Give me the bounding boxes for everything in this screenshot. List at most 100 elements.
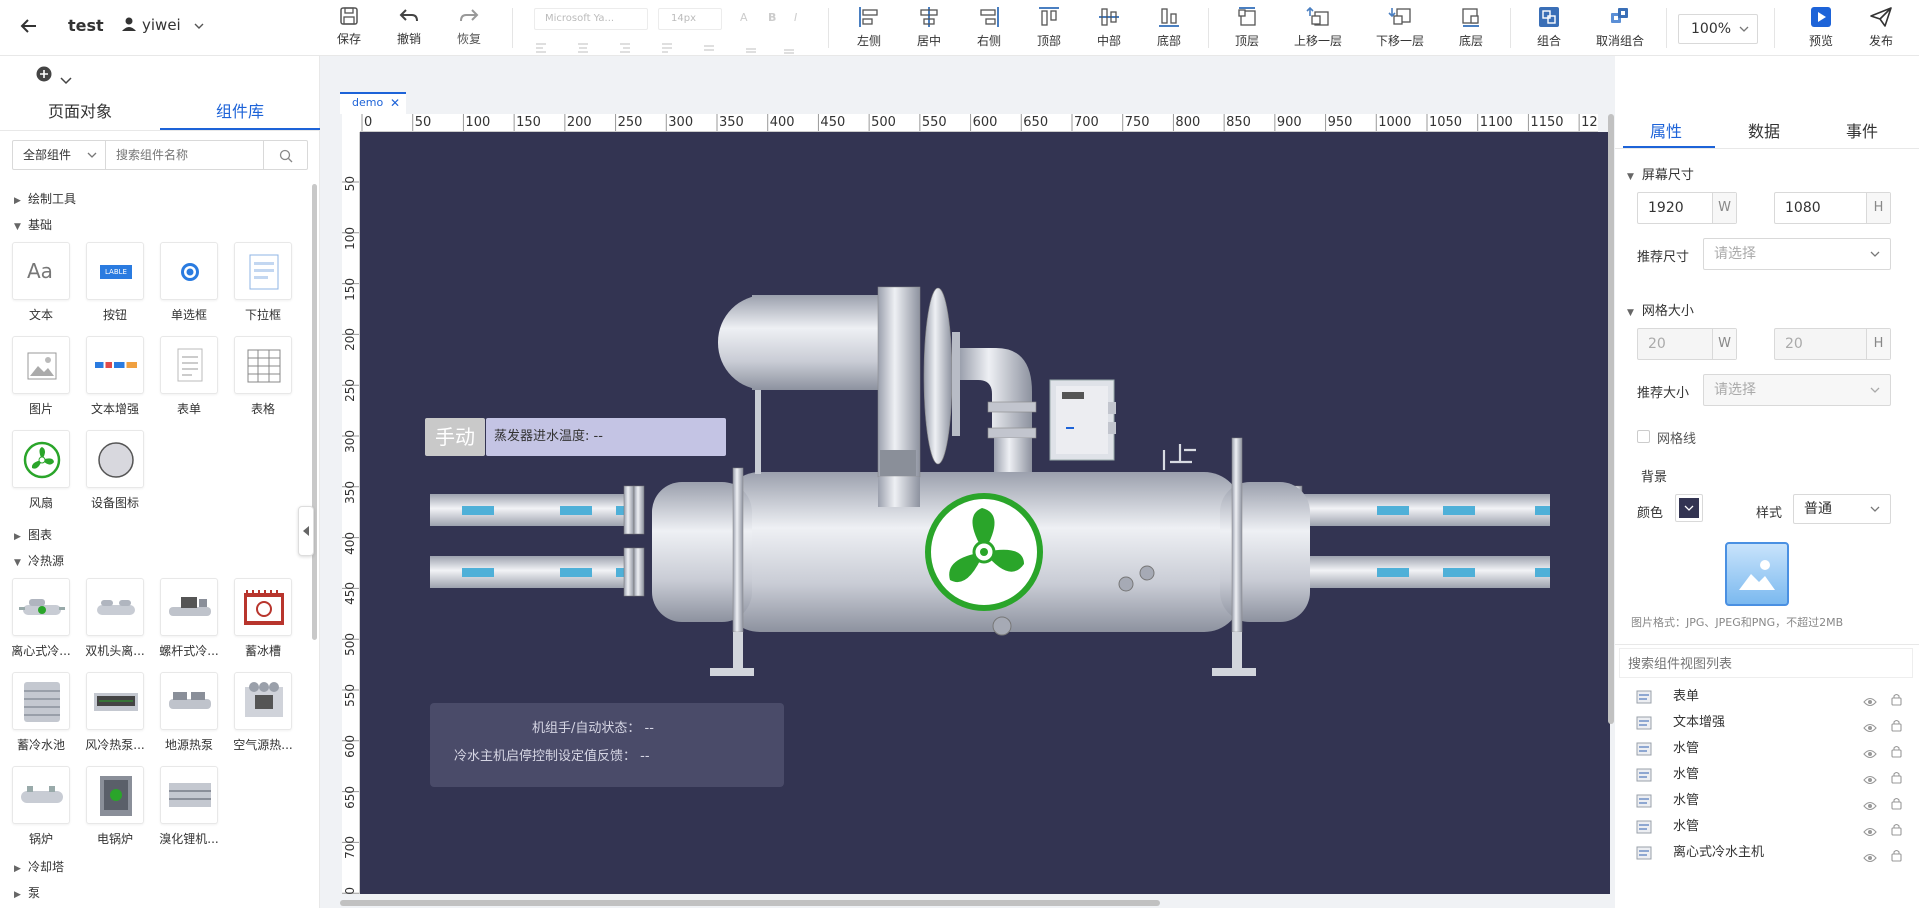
layer-item[interactable]: 文本增强: [1635, 710, 1905, 736]
eye-icon[interactable]: [1863, 847, 1877, 873]
manual-mode-label[interactable]: 手动: [425, 418, 485, 456]
lock-icon[interactable]: [1891, 716, 1902, 742]
align-middle-button[interactable]: 中部: [1074, 6, 1144, 49]
background-style-select[interactable]: 普通: [1793, 494, 1891, 524]
align-top-button[interactable]: 顶部: [1014, 6, 1084, 49]
chevron-down-icon[interactable]: [60, 70, 72, 89]
component-text[interactable]: Aa 文本: [10, 242, 72, 323]
component-air-cooled-heat-pump[interactable]: 风冷热泵...: [84, 672, 146, 753]
component-filter-select[interactable]: 全部组件: [12, 140, 106, 170]
background-section[interactable]: 背景: [1641, 470, 1668, 485]
eye-icon[interactable]: [1863, 691, 1877, 717]
publish-button[interactable]: 发布: [1846, 6, 1916, 49]
tab-data[interactable]: 数据: [1747, 122, 1780, 141]
eye-icon[interactable]: [1863, 769, 1877, 795]
top-layer-button[interactable]: 顶层: [1212, 6, 1282, 49]
recommend-grid-select[interactable]: 请选择: [1703, 374, 1891, 406]
grid-lines-checkbox[interactable]: [1637, 430, 1650, 443]
component-device-icon[interactable]: 设备图标: [84, 430, 146, 511]
component-table[interactable]: 表格: [232, 336, 294, 417]
user-menu[interactable]: yiwei: [122, 16, 204, 35]
collapse-panel-button[interactable]: [298, 506, 314, 556]
lock-icon[interactable]: [1891, 820, 1902, 846]
ungroup-button[interactable]: 取消组合: [1584, 6, 1656, 49]
canvas-horizontal-scrollbar[interactable]: [340, 900, 1160, 906]
component-air-source-heat-pump[interactable]: 空气源热...: [232, 672, 294, 753]
layer-item[interactable]: 离心式冷水主机: [1635, 840, 1905, 866]
component-ground-source-heat-pump[interactable]: 地源热泵: [158, 672, 220, 753]
tree-group-basic[interactable]: ▼基础: [14, 218, 53, 232]
tab-page-objects[interactable]: 页面对象: [47, 102, 112, 121]
component-image[interactable]: 图片: [10, 336, 72, 417]
tree-group-cooling-tower[interactable]: ▶冷却塔: [14, 860, 65, 874]
layer-item[interactable]: 水管: [1635, 788, 1905, 814]
save-button[interactable]: 保存: [314, 6, 384, 47]
background-image-upload[interactable]: [1725, 542, 1789, 606]
back-arrow-icon[interactable]: [20, 18, 38, 38]
lock-icon[interactable]: [1891, 794, 1902, 820]
font-family-select[interactable]: Microsoft Ya...: [534, 8, 648, 30]
component-cold-water-pool[interactable]: 蓄冷水池: [10, 672, 72, 753]
component-dropdown[interactable]: 下拉框: [232, 242, 294, 323]
status-panel[interactable]: 机组手/自动状态： -- 冷水主机启停控制设定值反馈： --: [430, 703, 784, 787]
tree-group-chart[interactable]: ▶图表: [14, 528, 53, 542]
move-up-layer-button[interactable]: 上移一层: [1282, 6, 1354, 49]
component-fan[interactable]: 风扇: [10, 430, 72, 511]
design-canvas[interactable]: 手动 蒸发器进水温度: -- 机组手/自动状态： -- 冷水主机启停控制设定值反…: [360, 132, 1610, 894]
align-left-button[interactable]: 左侧: [834, 6, 904, 49]
font-size-select[interactable]: 14px: [658, 8, 722, 30]
component-rich-text[interactable]: 文本增强: [84, 336, 146, 417]
move-down-layer-button[interactable]: 下移一层: [1364, 6, 1436, 49]
align-right-button[interactable]: 右侧: [954, 6, 1024, 49]
canvas-vertical-scrollbar[interactable]: [1608, 114, 1614, 724]
component-electric-boiler[interactable]: 电锅炉: [84, 766, 146, 847]
layer-item[interactable]: 水管: [1635, 762, 1905, 788]
eye-icon[interactable]: [1863, 795, 1877, 821]
tree-group-heat-source[interactable]: ▼冷热源: [14, 554, 65, 568]
component-search-input[interactable]: [106, 140, 264, 170]
undo-button[interactable]: 撤销: [374, 6, 444, 47]
screen-size-section[interactable]: ▼屏幕尺寸: [1627, 168, 1694, 183]
text-align-icons[interactable]: [534, 40, 794, 59]
component-screw-chiller[interactable]: 螺杆式冷...: [158, 578, 220, 659]
component-form[interactable]: 表单: [158, 336, 220, 417]
lock-icon[interactable]: [1891, 690, 1902, 716]
component-centrifugal-chiller[interactable]: 离心式冷...: [10, 578, 72, 659]
layer-search-input[interactable]: [1619, 648, 1913, 678]
tree-group-draw-tools[interactable]: ▶绘制工具: [14, 192, 77, 206]
component-ice-tank[interactable]: 蓄冰槽: [232, 578, 294, 659]
layer-item[interactable]: 表单: [1635, 684, 1905, 710]
evaporator-inlet-temp[interactable]: 蒸发器进水温度: --: [486, 418, 726, 456]
lock-icon[interactable]: [1891, 846, 1902, 872]
centrifugal-chiller-graphic[interactable]: [360, 132, 1610, 894]
component-dual-chiller[interactable]: 双机头离...: [84, 578, 146, 659]
text-color-icon[interactable]: A: [740, 11, 748, 24]
group-button[interactable]: 组合: [1514, 6, 1584, 49]
tab-properties[interactable]: 属性: [1649, 122, 1682, 141]
zoom-select[interactable]: 100%: [1678, 14, 1758, 44]
eye-icon[interactable]: [1863, 821, 1877, 847]
align-bottom-button[interactable]: 底部: [1134, 6, 1204, 49]
add-page-button[interactable]: [36, 66, 52, 86]
close-icon[interactable]: ✕: [390, 96, 401, 110]
tab-events[interactable]: 事件: [1845, 122, 1878, 141]
eye-icon[interactable]: [1863, 717, 1877, 743]
background-color-picker[interactable]: [1675, 494, 1703, 522]
redo-button[interactable]: 恢复: [434, 6, 504, 47]
left-panel-scrollbar[interactable]: [312, 184, 317, 640]
component-boiler[interactable]: 锅炉: [10, 766, 72, 847]
component-lithium-bromide[interactable]: 溴化锂机...: [158, 766, 220, 847]
layer-item[interactable]: 水管: [1635, 736, 1905, 762]
lock-icon[interactable]: [1891, 742, 1902, 768]
tab-component-library[interactable]: 组件库: [160, 94, 320, 130]
grid-size-section[interactable]: ▼网格大小: [1627, 304, 1694, 319]
eye-icon[interactable]: [1863, 743, 1877, 769]
component-button[interactable]: LABLE 按钮: [84, 242, 146, 323]
preview-button[interactable]: 预览: [1786, 6, 1856, 49]
bold-icon[interactable]: B: [768, 11, 777, 24]
search-button[interactable]: [264, 140, 308, 170]
bottom-layer-button[interactable]: 底层: [1436, 6, 1506, 49]
